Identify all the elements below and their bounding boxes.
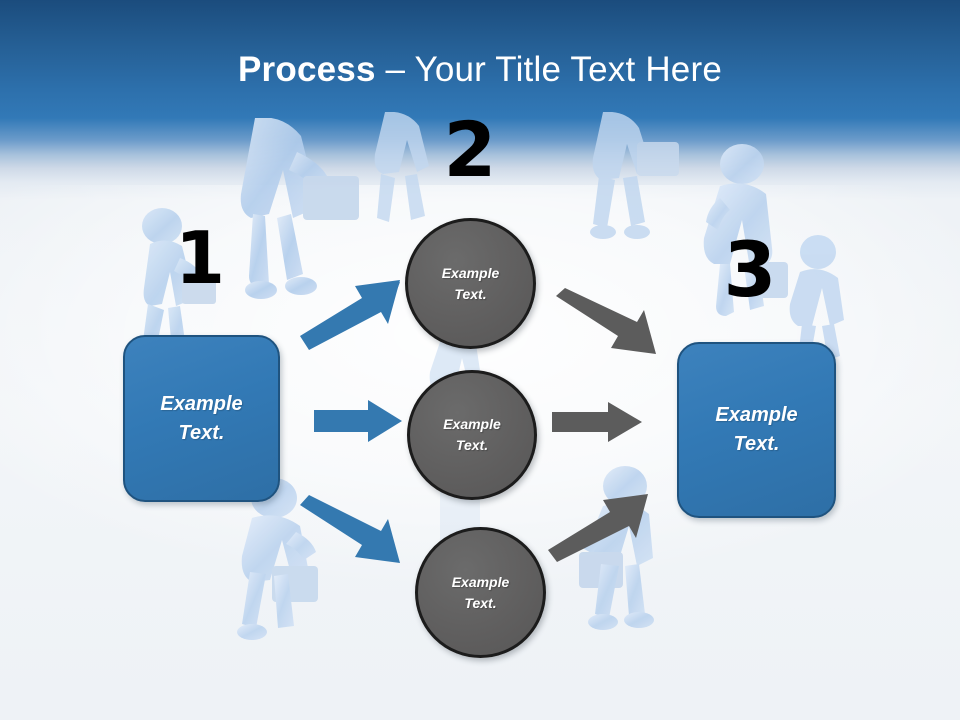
- mannequin-figure-icon: [690, 140, 820, 330]
- mannequin-figure-icon: [228, 470, 378, 645]
- process-circle-bottom[interactable]: Example Text.: [415, 527, 546, 658]
- arrow-left-to-bottom-icon: [300, 495, 405, 565]
- process-circle-middle-label: Example Text.: [443, 416, 501, 453]
- arrow-bottom-to-right-icon: [548, 492, 653, 562]
- mannequin-figure-icon: [120, 200, 260, 350]
- mannequin-figure-icon: [780, 230, 880, 360]
- mannequin-figure-icon: [575, 112, 705, 252]
- step-number-1: 1: [174, 216, 226, 300]
- output-box[interactable]: Example Text.: [677, 342, 836, 518]
- mannequin-figure-icon: [215, 118, 380, 318]
- arrow-left-to-middle-icon: [314, 400, 402, 442]
- arrow-middle-to-right-icon: [552, 402, 642, 442]
- process-circle-bottom-label: Example Text.: [451, 573, 510, 611]
- process-circle-top[interactable]: Example Text.: [405, 218, 536, 349]
- output-box-label: Example Text.: [715, 404, 798, 455]
- page-title-rest: – Your Title Text Here: [375, 50, 722, 89]
- step-number-2: 2: [443, 105, 497, 194]
- input-box-label: Example Text.: [160, 392, 243, 444]
- page-title: Process – Your Title Text Here: [0, 49, 960, 91]
- input-box[interactable]: Example Text.: [123, 335, 280, 502]
- step-number-3: 3: [723, 225, 777, 314]
- arrow-top-to-right-icon: [556, 288, 661, 356]
- arrow-left-to-top-icon: [300, 280, 405, 350]
- page-title-bold: Process: [238, 50, 376, 89]
- process-circle-top-label: Example Text.: [441, 264, 500, 302]
- mannequin-figure-icon: [355, 112, 465, 232]
- process-circle-middle[interactable]: Example Text.: [407, 370, 537, 500]
